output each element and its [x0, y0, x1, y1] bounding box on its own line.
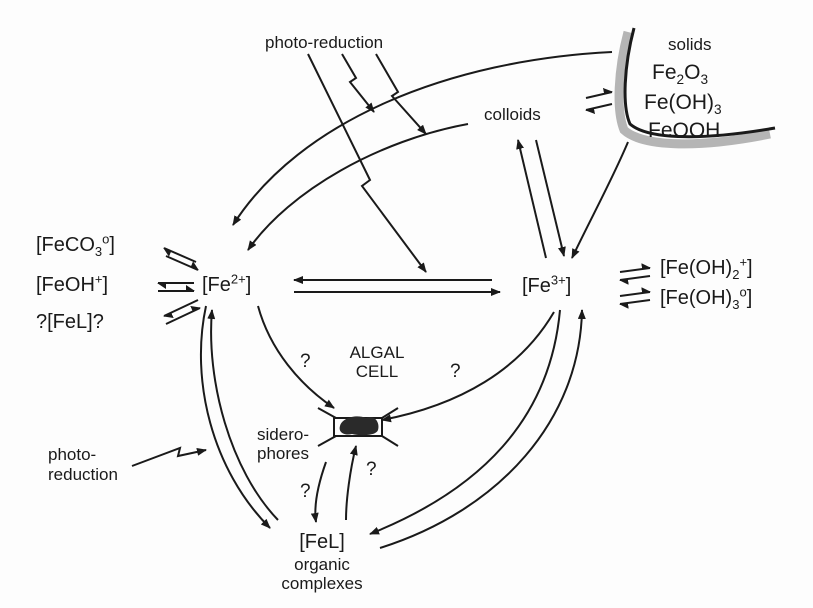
arrow-solids-to-colloids [585, 103, 613, 115]
feoh3-label: [Fe(OH)3o] [660, 284, 753, 312]
fe2-label: [Fe2+] [202, 271, 252, 296]
photo-bolt-2 [341, 53, 375, 113]
fel-question-label: ?[FeL]? [36, 311, 104, 333]
question-mark-fe3-cell: ? [450, 361, 461, 382]
arrow-fel-to-fe3 [379, 309, 586, 549]
arrow-colloids-to-fe3 [535, 139, 566, 257]
arrow-colloids-to-fe2 [247, 123, 469, 251]
fe3-label: [Fe3+] [522, 272, 572, 297]
arrow-feco3-to-fe2 [165, 255, 199, 271]
solid-feooh-label: FeOOH [648, 119, 721, 142]
arrow-fel-to-fe2 [165, 305, 201, 325]
question-mark-fel-cell: ? [366, 459, 377, 480]
question-mark-cell-fel: ? [300, 481, 311, 502]
arrow-cell-to-fel [310, 461, 327, 523]
feoh2-label: [Fe(OH)2+] [660, 254, 753, 282]
question-mark-fe2-cell: ? [300, 351, 311, 372]
photo-reduction-top-label: photo-reduction [265, 33, 384, 52]
arrow-fe3-to-fel-organic [369, 309, 561, 535]
arrow-colloids-to-solids [585, 87, 613, 99]
feoh-label: [FeOH+] [36, 271, 109, 296]
solids-title: solids [668, 35, 712, 54]
algal-cell-shape [317, 407, 399, 447]
arrow-fe2-to-fel [199, 305, 271, 529]
photo-bolt-1 [307, 53, 427, 273]
fel-bottom-label: [FeL] [299, 531, 345, 553]
feco3-label: [FeCO3o] [36, 231, 115, 259]
arrow-solids-to-fe3 [571, 141, 629, 259]
arrow-fe2-to-fel [163, 299, 199, 319]
arrow-fe3-to-feoh3 [619, 287, 651, 297]
arrow-fe3-to-feoh2 [619, 263, 651, 273]
arrow-fe3-to-cell [381, 311, 555, 423]
photo-bolt-3 [375, 53, 427, 135]
arrow-fe2-to-cell [257, 305, 335, 409]
solid-feoh3-label: Fe(OH)3 [644, 91, 722, 118]
arrow-feoh2-to-fe3 [619, 275, 651, 285]
photo-bolt-left [131, 446, 207, 467]
colloids-label: colloids [484, 105, 541, 124]
photo-reduction-left-label: photo-reduction [48, 445, 118, 484]
arrow-fel-to-cell [345, 445, 358, 521]
arrow-fe3-to-colloids [516, 139, 547, 259]
arrow-solids-to-fe2 [232, 51, 613, 226]
arrow-feoh3-to-fe3 [619, 299, 651, 309]
solid-surface-line [623, 27, 776, 139]
solid-surface-shading [614, 30, 771, 149]
arrow-fel-to-fe2 [207, 309, 279, 521]
siderophores-label: sidero-phores [257, 425, 309, 463]
arrow-fe2-to-feco3 [163, 247, 197, 263]
solid-fe2o3-label: Fe2O3 [652, 61, 709, 88]
